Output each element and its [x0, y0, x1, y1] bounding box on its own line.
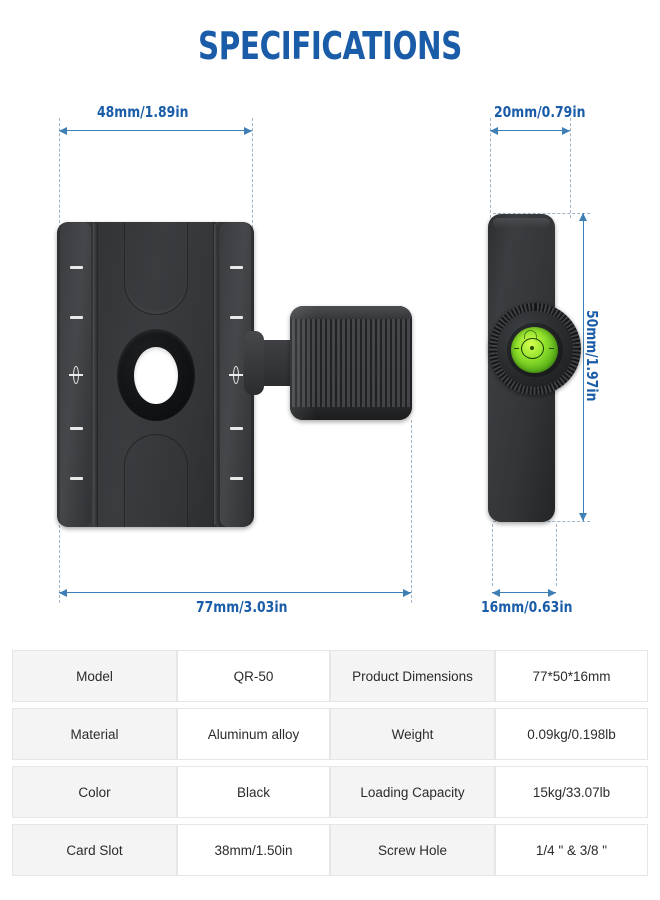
ext-line-side-top [493, 213, 590, 214]
ext-line-front-right [252, 118, 253, 228]
dim-line-20mm [490, 130, 570, 131]
plate-crosshair-right [228, 366, 243, 384]
ext-line-front-bottom-right [411, 420, 412, 603]
table-row: Card Slot 38mm/1.50in Screw Hole 1/4 " &… [12, 824, 648, 876]
dim-line-48mm [59, 130, 252, 131]
spec-value: Black [177, 766, 330, 818]
spec-key: Card Slot [12, 824, 177, 876]
dim-label-48mm: 48mm/1.89in [97, 103, 189, 121]
page-title: SPECIFICATIONS [198, 24, 462, 68]
plate-rail-left [60, 222, 97, 527]
plate-center-hole [133, 346, 178, 404]
quick-release-plate-front [57, 222, 254, 527]
dim-line-77mm [59, 592, 411, 593]
plate-groove-top [123, 222, 188, 315]
spec-value: 1/4 " & 3/8 " [495, 824, 648, 876]
spec-key: Model [12, 650, 177, 702]
plate-crosshair-left [68, 366, 83, 384]
dim-label-20mm: 20mm/0.79in [494, 103, 586, 121]
ext-line-front-left [59, 118, 60, 228]
arrow-down-50mm [579, 513, 587, 521]
spec-value: Aluminum alloy [177, 708, 330, 760]
locking-knob-front [290, 306, 412, 420]
plate-groove-bottom [123, 434, 188, 527]
arrow-right-48mm [244, 126, 252, 135]
specifications-table: Model QR-50 Product Dimensions 77*50*16m… [12, 644, 648, 882]
spec-value: QR-50 [177, 650, 330, 702]
ext-line-side-bottom-right [556, 524, 557, 586]
arrow-left-77mm [59, 588, 67, 597]
spec-value: 0.09kg/0.198lb [495, 708, 648, 760]
bubble-level-center-dot [530, 346, 534, 350]
dim-label-77mm: 77mm/3.03in [196, 598, 288, 616]
arrow-up-50mm [579, 213, 587, 221]
spec-key: Product Dimensions [330, 650, 495, 702]
bubble-level-highlight [524, 330, 537, 339]
dim-label-16mm: 16mm/0.63in [481, 598, 573, 616]
bubble-level-tick-left [514, 348, 519, 350]
spec-key: Material [12, 708, 177, 760]
ext-line-front-bottom-left [59, 520, 60, 603]
knob-neck [244, 331, 296, 395]
arrow-right-16mm [548, 588, 556, 597]
spec-key: Weight [330, 708, 495, 760]
table-row: Model QR-50 Product Dimensions 77*50*16m… [12, 650, 648, 702]
spec-key: Color [12, 766, 177, 818]
plate-center-hole-ring [116, 328, 195, 421]
arrow-left-16mm [492, 588, 500, 597]
table-row: Color Black Loading Capacity 15kg/33.07l… [12, 766, 648, 818]
ext-line-side-right [570, 118, 571, 218]
ext-line-side-left [490, 118, 491, 218]
dim-label-50mm: 50mm/1.97in [583, 310, 601, 402]
dim-line-16mm [492, 592, 556, 593]
table-row: Material Aluminum alloy Weight 0.09kg/0.… [12, 708, 648, 760]
spec-key: Loading Capacity [330, 766, 495, 818]
bubble-level-tick-right [549, 348, 554, 350]
spec-key: Screw Hole [330, 824, 495, 876]
ext-line-side-bottom-left [492, 524, 493, 586]
spec-value: 38mm/1.50in [177, 824, 330, 876]
spec-value: 15kg/33.07lb [495, 766, 648, 818]
arrow-left-48mm [59, 126, 67, 135]
arrow-right-77mm [403, 588, 411, 597]
dim-line-50mm [583, 213, 584, 521]
bubble-level-ring [521, 338, 544, 359]
arrow-right-20mm [562, 126, 570, 135]
spec-table-body: Model QR-50 Product Dimensions 77*50*16m… [12, 650, 648, 876]
plate-rail-right [214, 222, 251, 527]
spec-value: 77*50*16mm [495, 650, 648, 702]
arrow-left-20mm [490, 126, 498, 135]
